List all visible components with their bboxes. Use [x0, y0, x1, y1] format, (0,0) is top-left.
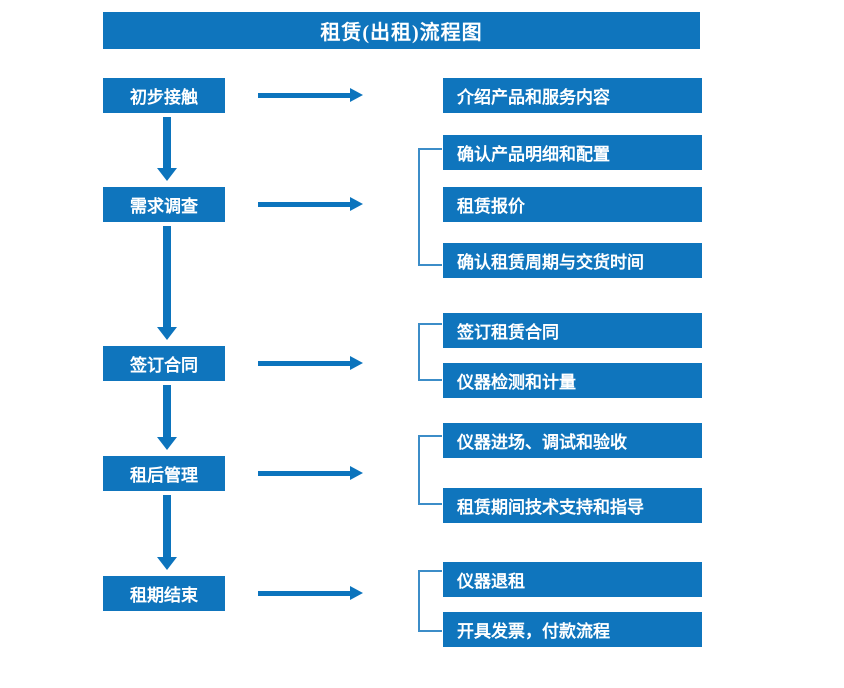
vertical-arrow-4	[157, 495, 177, 570]
horizontal-arrow-2	[258, 197, 363, 211]
stage-box-1[interactable]: 初步接触	[103, 78, 225, 113]
detail-box-1[interactable]: 介绍产品和服务内容	[443, 78, 702, 113]
page-title: 租赁(出租)流程图	[103, 12, 700, 49]
detail-box-9[interactable]: 仪器退租	[443, 562, 702, 597]
horizontal-arrow-5	[258, 586, 363, 600]
vertical-arrow-3	[157, 385, 177, 450]
stage-box-4[interactable]: 租后管理	[103, 456, 225, 491]
stage-box-3[interactable]: 签订合同	[103, 346, 225, 381]
bracket-group-5	[418, 570, 442, 632]
detail-box-10[interactable]: 开具发票，付款流程	[443, 612, 702, 647]
detail-box-8[interactable]: 租赁期间技术支持和指导	[443, 488, 702, 523]
detail-box-7[interactable]: 仪器进场、调试和验收	[443, 423, 702, 458]
vertical-arrow-1	[157, 117, 177, 181]
stage-box-5[interactable]: 租期结束	[103, 576, 225, 611]
stage-box-2[interactable]: 需求调查	[103, 187, 225, 222]
bracket-group-4	[418, 435, 442, 505]
detail-box-3[interactable]: 租赁报价	[443, 187, 702, 222]
vertical-arrow-2	[157, 226, 177, 340]
detail-box-6[interactable]: 仪器检测和计量	[443, 363, 702, 398]
detail-box-5[interactable]: 签订租赁合同	[443, 313, 702, 348]
horizontal-arrow-4	[258, 466, 363, 480]
horizontal-arrow-1	[258, 88, 363, 102]
bracket-group-2	[418, 148, 442, 266]
detail-box-2[interactable]: 确认产品明细和配置	[443, 135, 702, 170]
horizontal-arrow-3	[258, 356, 363, 370]
detail-box-4[interactable]: 确认租赁周期与交货时间	[443, 243, 702, 278]
bracket-group-3	[418, 323, 442, 381]
